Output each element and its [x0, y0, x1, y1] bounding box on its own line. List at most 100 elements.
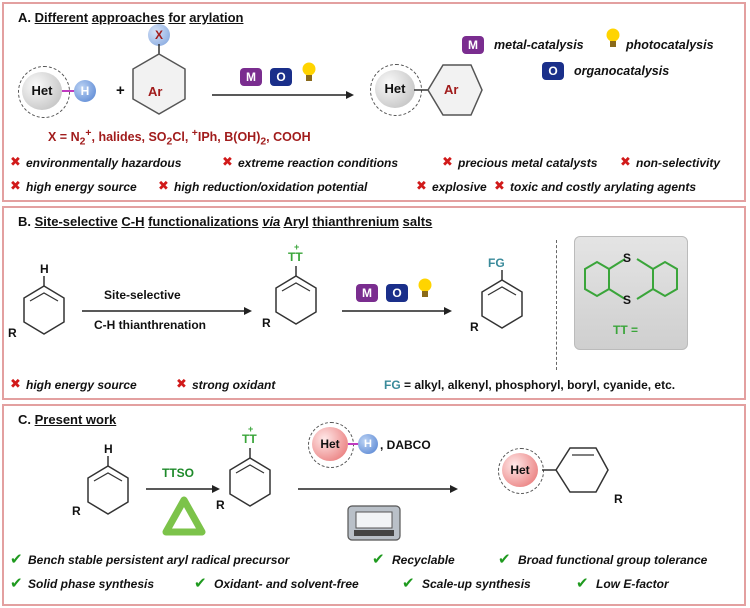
legend-metal-badge: M — [462, 36, 484, 54]
cross-icon: ✖ — [158, 178, 169, 193]
drawback-item: non-selectivity — [636, 156, 721, 170]
panel-a-title: A. Different approaches for arylation — [18, 10, 244, 25]
advantage-item: Broad functional group tolerance — [518, 553, 708, 567]
lightbulb-icon — [418, 278, 432, 297]
tt-charge: + — [294, 242, 300, 252]
aryl-tt-ring — [275, 266, 317, 325]
product-het-ball: Het — [502, 453, 538, 487]
fg-product-r-label: R — [470, 320, 479, 334]
arene-ring — [23, 276, 65, 335]
cross-icon: ✖ — [442, 154, 453, 169]
cross-icon: ✖ — [222, 154, 233, 169]
het-ball: Het — [22, 72, 62, 110]
check-icon: ✔ — [576, 575, 589, 592]
thianthrene-box: S S TT = — [574, 236, 688, 350]
sulfur-top-label: S — [623, 251, 632, 265]
organo-badge: O — [270, 68, 292, 86]
h-ball: H — [74, 80, 96, 102]
reaction-arrow-c2 — [298, 485, 458, 493]
aryl-tt-r-label: R — [216, 498, 225, 512]
aryl-tt-ring — [229, 448, 271, 507]
arrow-label-bottom: C-H thianthrenation — [94, 318, 206, 332]
product-r-label: R — [614, 492, 623, 506]
drawback-item: high reduction/oxidation potential — [174, 180, 368, 194]
check-icon: ✔ — [372, 551, 385, 568]
tt-definition-label: TT = — [613, 323, 639, 337]
panel-b-title: B. Site-selective C-H functionalizations… — [18, 214, 433, 229]
fg-label: FG — [488, 256, 505, 270]
cross-icon: ✖ — [10, 178, 21, 193]
legend-metal-label: metal-catalysis — [494, 38, 584, 52]
legend-lightbulb-icon — [606, 28, 620, 47]
reaction-arrow-b2 — [342, 307, 452, 315]
tt-charge: + — [248, 424, 254, 434]
arene-h-label: H — [40, 262, 49, 276]
product-ar-ring — [414, 64, 483, 116]
cross-icon: ✖ — [176, 376, 187, 391]
metal-badge: M — [240, 68, 262, 86]
product-het-ring — [498, 448, 544, 494]
arene-r-label: R — [72, 504, 81, 518]
h-ball: H — [358, 434, 378, 454]
advantage-item: Solid phase synthesis — [28, 577, 155, 591]
product-aryl-ring — [542, 447, 609, 493]
advantage-item: Recyclable — [392, 553, 455, 567]
het-ball: Het — [312, 427, 348, 461]
het-dashed-ring — [18, 66, 70, 118]
x-ball: X — [148, 24, 170, 46]
arene-h-label: H — [104, 442, 113, 456]
tt-label: TT — [242, 432, 257, 446]
advantage-item: Bench stable persistent aryl radical pre… — [28, 553, 290, 567]
thianthrene-structure — [584, 258, 678, 300]
sulfur-bottom-label: S — [623, 293, 632, 307]
tt-label: TT — [288, 250, 303, 264]
ar-ring — [132, 44, 186, 115]
advantage-item: Low E-factor — [596, 577, 669, 591]
ar-label: Ar — [148, 84, 163, 99]
cross-icon: ✖ — [416, 178, 427, 193]
drawback-item: strong oxidant — [192, 378, 276, 392]
aryl-tt-r-label: R — [262, 316, 271, 330]
cross-icon: ✖ — [494, 178, 505, 193]
dabco-label: , DABCO — [380, 438, 431, 452]
panel-a: A. Different approaches for arylation He… — [2, 2, 746, 202]
check-icon: ✔ — [402, 575, 415, 592]
panel-c: C. Present work H R TTSO + TT R Het H , … — [2, 404, 746, 606]
het-dashed-ring — [308, 422, 354, 468]
drawback-item: extreme reaction conditions — [238, 156, 399, 170]
drawback-item: explosive — [432, 180, 487, 194]
metal-badge: M — [356, 284, 378, 302]
drawback-item: toxic and costly arylating agents — [510, 180, 697, 194]
fg-product-ring — [481, 270, 523, 329]
plus-sign: + — [116, 82, 125, 99]
reaction-arrow-b1 — [82, 307, 252, 315]
arene-ring — [87, 456, 129, 515]
x-definition: X = N2+, halides, SO2Cl, +IPh, B(OH)2, C… — [48, 128, 311, 148]
arene-r-label: R — [8, 326, 17, 340]
check-icon: ✔ — [194, 575, 207, 592]
drawback-item: high energy source — [26, 378, 137, 392]
cross-icon: ✖ — [620, 154, 631, 169]
ttso-label: TTSO — [162, 466, 194, 480]
het-h-bond — [62, 90, 76, 92]
product-het-ball: Het — [375, 70, 415, 108]
drawback-item: environmentally hazardous — [26, 156, 182, 170]
panel-c-title: C. Present work — [18, 412, 117, 427]
arrow-label-top: Site-selective — [104, 288, 181, 302]
fg-definition: FG = alkyl, alkenyl, phosphoryl, boryl, … — [384, 378, 676, 392]
drawback-item: high energy source — [26, 180, 137, 194]
legend-photo-label: photocatalysis — [626, 38, 714, 52]
cross-icon: ✖ — [10, 154, 21, 169]
check-icon: ✔ — [10, 551, 23, 568]
reaction-arrow-c1 — [146, 485, 220, 493]
dashed-divider — [556, 240, 557, 370]
het-h-bond — [348, 443, 360, 445]
ball-mill-icon — [347, 505, 401, 541]
drawback-item: precious metal catalysts — [458, 156, 598, 170]
recycle-icon — [162, 496, 206, 536]
legend-organo-badge: O — [542, 62, 564, 80]
product-ar-label: Ar — [444, 82, 459, 97]
panel-b: B. Site-selective C-H functionalizations… — [2, 206, 746, 400]
legend-organo-label: organocatalysis — [574, 64, 670, 78]
check-icon: ✔ — [498, 551, 511, 568]
